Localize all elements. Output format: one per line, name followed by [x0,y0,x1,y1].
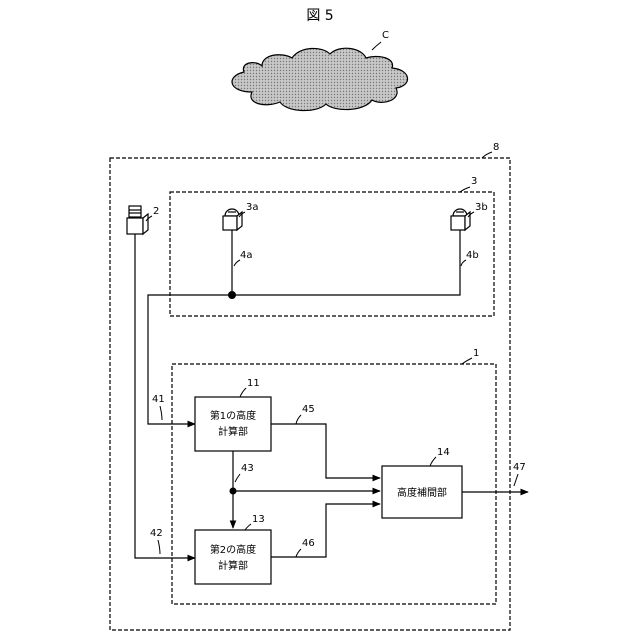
line-43-label: 43 [241,463,254,474]
cloud-label: C [382,30,389,41]
line-4a-label: 4a [240,250,253,261]
line-4a-leader [234,260,240,266]
first-altitude-calc-line2: 計算部 [218,425,248,438]
line-46-leader [296,549,301,557]
first-altitude-calc-ref: 11 [247,378,260,389]
line-45-label: 45 [302,404,315,415]
line-47-label: 47 [513,462,526,473]
sensor-group-label: 3 [471,176,477,187]
sensor-group-boundary [170,192,494,316]
cloud-leader [372,42,381,50]
line-41-label: 41 [152,394,165,405]
second-altitude-calc-line1: 第2の高度 [210,543,256,556]
cloud-icon [232,48,408,110]
line-46-label: 46 [302,538,315,549]
outer-label: 8 [493,142,499,153]
line-46 [271,504,380,557]
line-41-leader [160,406,162,420]
line-43-leader [235,474,240,482]
second-altitude-calc-line2: 計算部 [218,559,248,572]
sensor-group-leader [460,187,470,192]
first-altitude-calc-block [195,397,271,451]
line-4b [232,230,460,295]
second-altitude-calc-leader [245,524,251,530]
sensor-2-icon [127,206,148,234]
sensor-3a-icon [223,209,242,230]
second-altitude-calc-block [195,530,271,584]
altitude-interpolation-ref: 14 [437,447,450,458]
line-45 [271,424,380,478]
first-altitude-calc-leader [240,388,246,397]
unit-label: 1 [473,348,479,359]
second-altitude-calc-ref: 13 [252,514,265,525]
line-4b-label: 4b [466,250,479,261]
altitude-interpolation-text: 高度補間部 [397,486,447,499]
figure-title: 図 5 [306,8,333,24]
sensor-2-label: 2 [153,206,159,217]
unit-leader [462,358,472,364]
line-4b-leader [461,260,466,266]
sensor-3b-label: 3b [475,202,488,213]
line-42-label: 42 [150,528,163,539]
outer-leader [482,152,492,158]
line-47-leader [514,474,518,486]
sensor-3b-icon [451,209,470,230]
altitude-interpolation-leader [430,457,436,466]
sensor-3a-label: 3a [246,202,259,213]
line-45-leader [296,415,301,424]
line-42 [135,234,195,558]
first-altitude-calc-line1: 第1の高度 [210,409,256,422]
line-42-leader [158,540,160,554]
